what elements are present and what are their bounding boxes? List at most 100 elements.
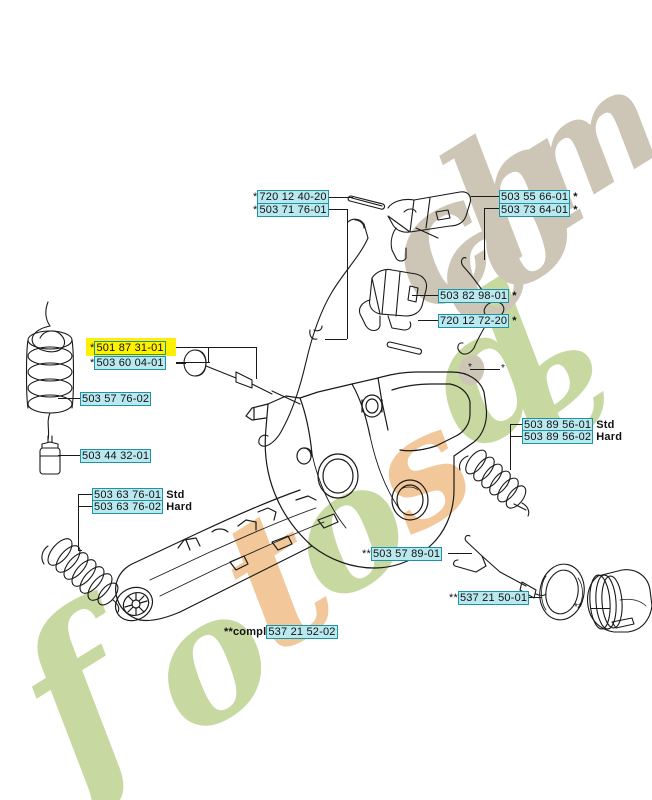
leader-l04	[484, 208, 499, 209]
leader-l03	[471, 196, 499, 197]
watermark-letter-t: t	[180, 463, 369, 695]
label-number: 503 82 98-01	[438, 289, 510, 303]
pin-art	[386, 341, 423, 355]
label-prefix: *	[90, 357, 95, 369]
grommet-art	[183, 349, 301, 405]
leader-l02-h	[325, 209, 347, 210]
label-prefix: *	[90, 342, 95, 354]
label-suffix: *	[512, 315, 517, 327]
label-number: 503 60 04-01	[94, 356, 166, 370]
label-suffix: Std	[596, 419, 615, 431]
leader-l08b	[208, 347, 256, 348]
leader-l07-v	[208, 347, 209, 363]
label-number: 503 57 89-01	[370, 547, 443, 561]
part-label-503-60-04-01[interactable]: *503 60 04-01	[90, 356, 169, 370]
watermark-letter-f: f	[0, 569, 183, 800]
label-number: 503 89 56-02	[522, 430, 594, 444]
watermark-letter-m: m	[477, 35, 652, 253]
watermark-letter-dot: .	[381, 247, 519, 425]
throttle-rod-art	[347, 195, 386, 210]
part-label-503-55-66-01[interactable]: 503 55 66-01*	[499, 190, 578, 204]
leader-l05	[412, 295, 438, 296]
av-spring-right-art	[458, 449, 530, 517]
fuel-line-art	[258, 218, 369, 447]
watermark-letter-d: d	[383, 244, 603, 491]
leader-l02-v	[347, 209, 348, 339]
leader-l10	[58, 455, 80, 456]
fuel-cap-art	[586, 569, 652, 633]
brake-lever-art	[358, 268, 428, 332]
leader-l11-h2	[78, 550, 82, 551]
leader-l11	[78, 494, 92, 495]
label-suffix: *	[573, 191, 578, 203]
label-prefix: **compl	[224, 626, 267, 638]
tank-body-art	[245, 371, 488, 569]
leader-l07	[176, 347, 208, 348]
part-label-537-21-50-01[interactable]: **537 21 50-01	[449, 591, 532, 605]
label-prefix: *	[253, 191, 258, 203]
label-prefix: *	[253, 204, 258, 216]
leader-l14	[510, 436, 522, 437]
part-label-503-71-76-01[interactable]: *503 71 76-01	[253, 203, 332, 217]
label-number: 503 44 32-01	[80, 449, 152, 463]
leader-m2	[470, 369, 500, 370]
label-number: 720 12 40-20	[257, 190, 329, 204]
leader-l07-h2	[176, 363, 186, 364]
part-label-501-87-31-01[interactable]: *501 87 31-01	[90, 341, 169, 355]
marker-text: *	[468, 362, 473, 373]
label-number: 503 63 76-02	[92, 500, 164, 514]
leader-l11-v	[78, 494, 79, 550]
label-number: 503 57 76-02	[80, 392, 152, 406]
reference-marker-1: *	[468, 362, 472, 374]
leader-l08v	[256, 347, 257, 379]
leader-l13	[510, 424, 522, 425]
label-suffix: Hard	[596, 431, 623, 443]
throttle-wire-art	[453, 534, 547, 599]
part-label-503-57-89-01[interactable]: **503 57 89-01	[362, 547, 445, 561]
part-label-503-44-32-01[interactable]: 503 44 32-01	[80, 449, 154, 463]
leader-l08	[176, 362, 210, 363]
av-spring-left-art	[41, 538, 120, 613]
leader-l12	[78, 506, 92, 507]
marker-text: **	[574, 602, 583, 613]
label-suffix: *	[512, 290, 517, 302]
part-label-503-82-98-01[interactable]: 503 82 98-01*	[438, 289, 517, 303]
marker-text: *	[501, 363, 506, 374]
label-number: 501 87 31-01	[94, 341, 166, 355]
label-number: 503 71 76-01	[257, 203, 329, 217]
reference-marker-3: **	[574, 602, 582, 614]
part-label-720-12-40-20[interactable]: *720 12 40-20	[253, 190, 332, 204]
label-number: 537 21 50-01	[457, 591, 530, 605]
part-label-503-73-64-01[interactable]: 503 73 64-01*	[499, 203, 578, 217]
leader-l16	[520, 597, 542, 598]
label-number: 537 21 52-02	[266, 625, 338, 639]
part-label-503-57-76-02[interactable]: 503 57 76-02	[80, 392, 154, 406]
label-number: 720 12 72-20	[438, 314, 510, 328]
part-label-720-12-72-20[interactable]: 720 12 72-20*	[438, 314, 517, 328]
coiled-hose-art	[25, 301, 75, 475]
watermark-letter-o2: o	[246, 417, 444, 641]
watermark-letter-s: s	[337, 372, 503, 568]
leader-m3	[590, 608, 610, 609]
label-suffix: *	[573, 204, 578, 216]
leader-l02-h2	[325, 339, 347, 340]
leader-l04-v	[484, 208, 485, 260]
watermark-letter-o1: o	[105, 545, 308, 775]
label-suffix: Std	[166, 489, 185, 501]
label-prefix: **	[362, 548, 371, 560]
leader-l15	[448, 553, 472, 554]
throttle-trigger-art	[387, 191, 472, 262]
label-number: 503 55 66-01	[499, 190, 571, 204]
leader-l09	[58, 398, 80, 399]
leader-l13-v	[510, 424, 511, 470]
reference-marker-2: *	[501, 363, 505, 375]
spring-hook-art	[457, 257, 505, 355]
label-number: 503 73 64-01	[499, 203, 571, 217]
label-suffix: Hard	[166, 501, 193, 513]
leader-l06	[418, 320, 438, 321]
label-prefix: **	[449, 592, 458, 604]
